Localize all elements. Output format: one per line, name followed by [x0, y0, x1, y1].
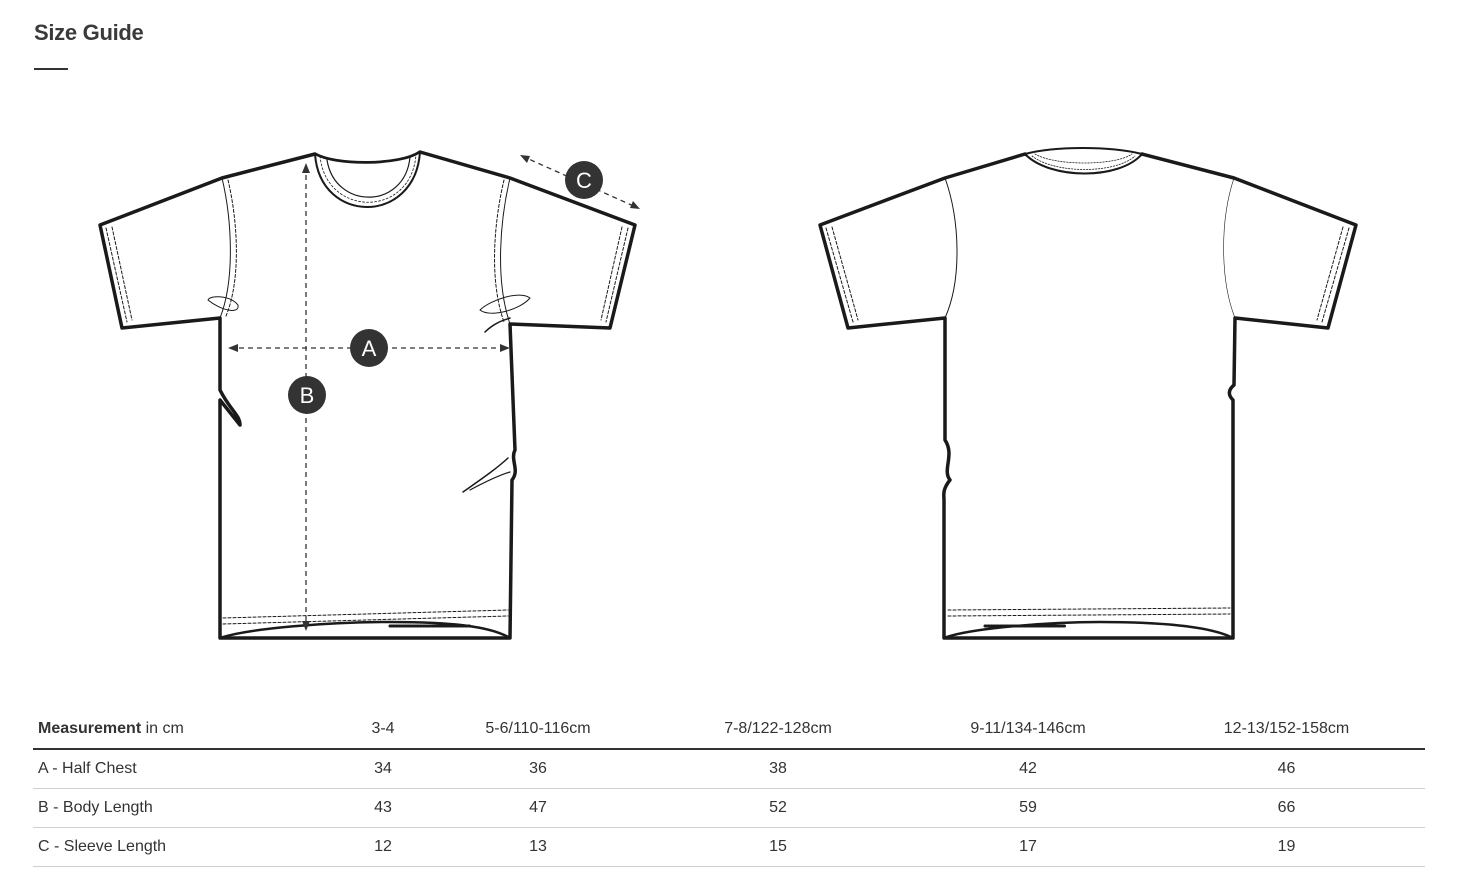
size-header: 7-8/122-128cm — [648, 710, 908, 750]
table-cell: 43 — [338, 788, 428, 828]
title-underline — [34, 68, 68, 70]
front-collar-rib — [314, 151, 421, 208]
size-header: 3-4 — [338, 710, 428, 750]
size-header: 9-11/134-146cm — [908, 710, 1148, 750]
badge-a-label: A — [362, 336, 377, 361]
table-row-body-length: B - Body Length 43 47 52 59 66 — [33, 788, 1425, 828]
badge-c: C — [565, 161, 603, 199]
table-cell: 15 — [648, 827, 908, 867]
table-cell: 38 — [648, 749, 908, 789]
badge-c-label: C — [576, 168, 592, 193]
table-row-sleeve-length: C - Sleeve Length 12 13 15 17 19 — [33, 827, 1425, 867]
tshirt-back-illustration — [810, 110, 1370, 655]
table-cell: 66 — [1148, 788, 1425, 828]
size-table-header-row: Measurement in cm 3-4 5-6/110-116cm 7-8/… — [33, 710, 1425, 750]
table-cell: 42 — [908, 749, 1148, 789]
size-header: 12-13/152-158cm — [1148, 710, 1425, 750]
badge-b-label: B — [300, 383, 315, 408]
size-header: 5-6/110-116cm — [428, 710, 648, 750]
tshirt-front-illustration: A B C — [90, 110, 650, 655]
back-body-outline — [818, 152, 1358, 640]
front-body-outline — [98, 150, 637, 640]
table-cell: 17 — [908, 827, 1148, 867]
back-collar-rib — [1024, 147, 1143, 175]
table-cell: 59 — [908, 788, 1148, 828]
table-cell: 52 — [648, 788, 908, 828]
measurement-header: Measurement in cm — [33, 710, 338, 750]
measurement-header-label: Measurement — [38, 720, 142, 737]
badge-b: B — [288, 376, 326, 414]
measurement-header-unit: in cm — [141, 720, 184, 737]
table-cell: 46 — [1148, 749, 1425, 789]
table-cell: 36 — [428, 749, 648, 789]
row-label: C - Sleeve Length — [33, 827, 338, 867]
table-cell: 47 — [428, 788, 648, 828]
badge-a: A — [350, 329, 388, 367]
row-label: B - Body Length — [33, 788, 338, 828]
table-cell: 34 — [338, 749, 428, 789]
row-label: A - Half Chest — [33, 749, 338, 789]
page-title: Size Guide — [34, 20, 144, 45]
table-cell: 13 — [428, 827, 648, 867]
table-cell: 19 — [1148, 827, 1425, 867]
size-table: Measurement in cm 3-4 5-6/110-116cm 7-8/… — [33, 710, 1425, 867]
table-row-half-chest: A - Half Chest 34 36 38 42 46 — [33, 749, 1425, 789]
table-cell: 12 — [338, 827, 428, 867]
